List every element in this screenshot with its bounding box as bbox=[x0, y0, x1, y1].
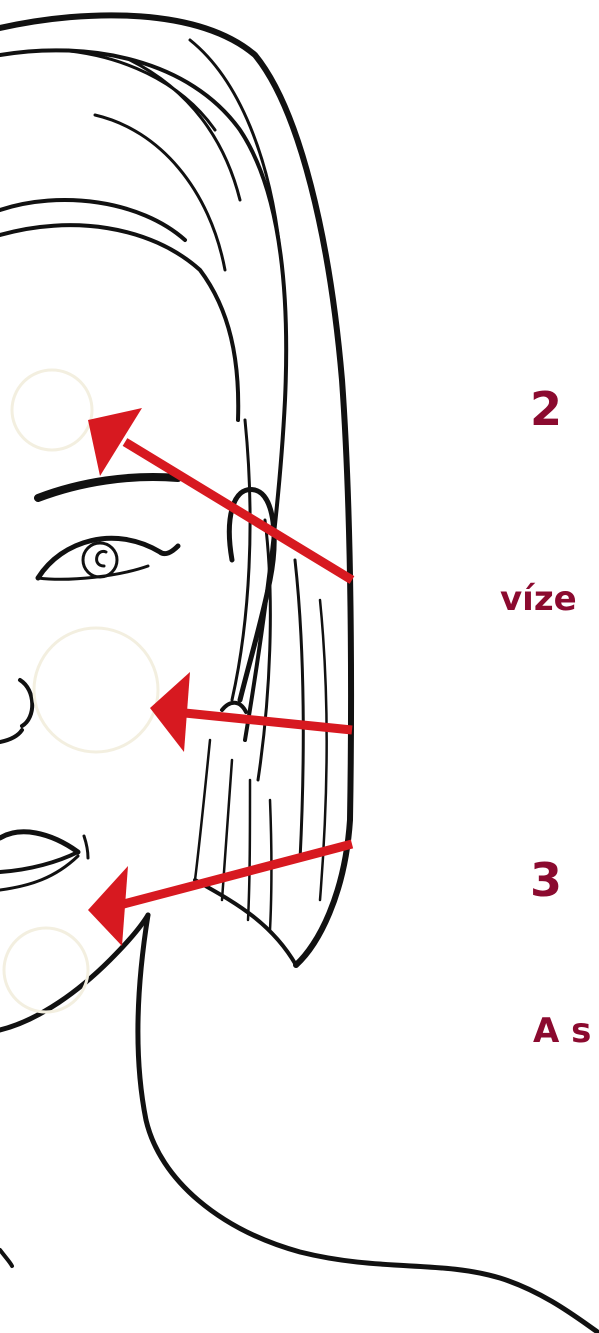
arrow-forehead bbox=[88, 408, 352, 580]
step-3-number: 3 bbox=[530, 857, 562, 903]
arrows bbox=[88, 408, 352, 946]
faint-circles bbox=[4, 370, 158, 1012]
step-3-text: A s bbox=[533, 1014, 591, 1048]
step-2-number: 2 bbox=[530, 386, 562, 432]
step-2-text: víze bbox=[500, 582, 577, 616]
